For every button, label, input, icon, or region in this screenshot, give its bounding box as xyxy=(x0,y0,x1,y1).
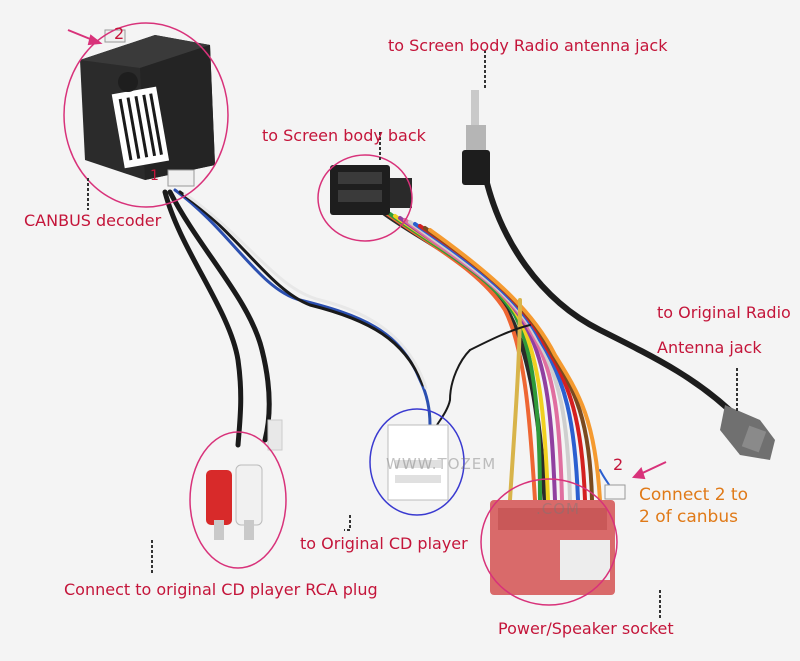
label-orig-radio-line2: Antenna jack xyxy=(657,338,762,357)
power-socket xyxy=(490,484,626,595)
wire-bundle xyxy=(162,172,743,503)
orig-antenna-connector xyxy=(720,405,775,460)
label-connect-line2: 2 of canbus xyxy=(639,507,738,527)
label-rca-plug: Connect to original CD player RCA plug xyxy=(64,580,378,599)
decoder-circle xyxy=(63,22,229,208)
screen-back-circle xyxy=(317,154,413,242)
decoder-pin-2-marker: 2 xyxy=(114,24,125,43)
label-connect-line1: Connect 2 to xyxy=(639,485,748,505)
label-canbus-decoder: CANBUS decoder xyxy=(24,211,162,230)
rca-circle xyxy=(189,431,287,569)
label-orig-radio-line1: to Original Radio xyxy=(657,303,791,322)
decoder-label-lines xyxy=(118,93,163,161)
cd-player-connector xyxy=(387,424,449,501)
rca-plugs xyxy=(206,419,283,540)
screen-back-connector xyxy=(330,165,412,215)
watermark-tail: .COM xyxy=(536,500,580,518)
pointer-lines xyxy=(87,50,738,620)
decoder-pin-1-marker: 1 xyxy=(150,168,159,184)
label-screen-back: to Screen body back xyxy=(262,126,426,145)
label-power-socket: Power/Speaker socket xyxy=(498,619,674,638)
arrows xyxy=(67,29,667,480)
socket-circle xyxy=(480,478,618,606)
label-antenna-jack: to Screen body Radio antenna jack xyxy=(388,36,668,55)
label-cd-player: to Original CD player xyxy=(300,534,468,553)
antenna-plug xyxy=(462,90,490,185)
canbus-decoder-box xyxy=(80,29,215,187)
cd-player-circle xyxy=(369,408,465,516)
socket-pin-2-marker: 2 xyxy=(613,455,624,474)
watermark: WWW.TOZEM xyxy=(386,455,497,473)
